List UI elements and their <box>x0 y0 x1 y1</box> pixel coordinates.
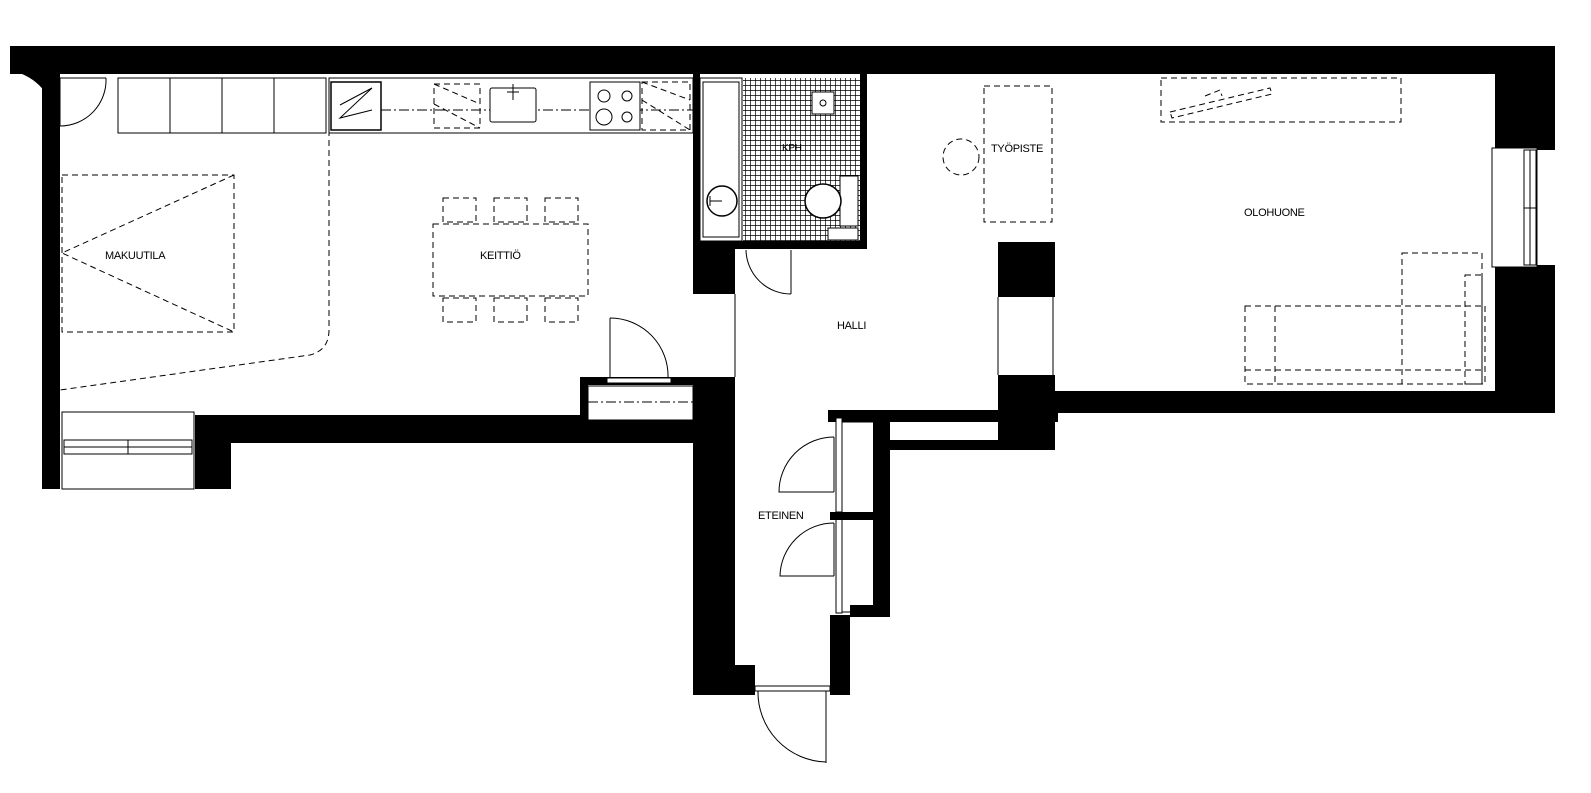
kitchen-counter <box>117 77 694 134</box>
room-label-tyopiste: TYÖPISTE <box>991 143 1043 155</box>
room-label-keittio: KEITTIÖ <box>480 250 521 262</box>
closet-door-lower-icon <box>779 522 835 577</box>
left-exterior-wall <box>42 74 60 489</box>
walls <box>10 46 1555 695</box>
corridor-left-wall-foot <box>693 665 755 695</box>
living-room-window <box>1491 147 1538 268</box>
closet-door-upper-icon <box>778 436 835 493</box>
entrance-door-icon <box>754 685 831 763</box>
bedroom-closet-door-icon <box>56 77 107 127</box>
closet-right-wall <box>873 413 890 613</box>
right-exterior-wall-upper <box>1495 46 1555 150</box>
bathroom-sink-top <box>811 91 835 115</box>
shower-inner <box>702 81 740 238</box>
hall-right-block <box>998 375 1055 450</box>
room-label-eteinen: ETEINEN <box>758 510 804 522</box>
sofa <box>1244 252 1486 385</box>
bathroom-left-wall-thick <box>693 240 735 294</box>
bathroom-right-wall <box>860 74 867 249</box>
stove-icon <box>589 81 641 131</box>
bathroom-door-icon <box>745 249 792 295</box>
dining-table <box>432 197 589 323</box>
sink-drain-icon <box>819 99 827 107</box>
corridor-right-wall-foot <box>830 615 850 695</box>
room-label-makuutila: MAKUUTILA <box>105 250 166 262</box>
dishwasher-icon <box>433 83 481 129</box>
bed <box>60 174 235 333</box>
kitchen-bottom-wall <box>195 415 585 443</box>
floor-drain-icon <box>827 227 859 241</box>
toilet-icon <box>804 175 859 227</box>
bathroom-left-wall <box>693 74 700 294</box>
living-room-bottom-wall <box>1053 391 1555 413</box>
corridor-left-wall <box>693 377 735 695</box>
closet-partitions <box>830 417 875 614</box>
bedroom-window <box>61 411 195 490</box>
niche-inner <box>587 385 694 421</box>
bathroom-bottom-wall <box>735 241 867 249</box>
bedroom-partition <box>59 80 330 391</box>
right-exterior-wall-lower <box>1495 265 1555 413</box>
desk-chair <box>942 138 980 176</box>
hall-column <box>998 242 1055 297</box>
rounded-corner <box>10 46 60 150</box>
room-label-halli: HALLI <box>837 320 866 332</box>
kitchen-bottom-wall-right <box>580 377 588 422</box>
tv-bench <box>1160 77 1402 123</box>
top-exterior-wall <box>10 46 1555 74</box>
kitchen-closet-door-icon <box>606 317 672 384</box>
room-label-kph: KPH <box>782 143 802 154</box>
niche-wall-bottom <box>580 420 695 443</box>
desk <box>983 85 1053 223</box>
room-label-olohuone: OLOHUONE <box>1244 207 1305 219</box>
hall-right-block-low <box>873 440 1055 450</box>
fridge-icon <box>641 81 691 131</box>
